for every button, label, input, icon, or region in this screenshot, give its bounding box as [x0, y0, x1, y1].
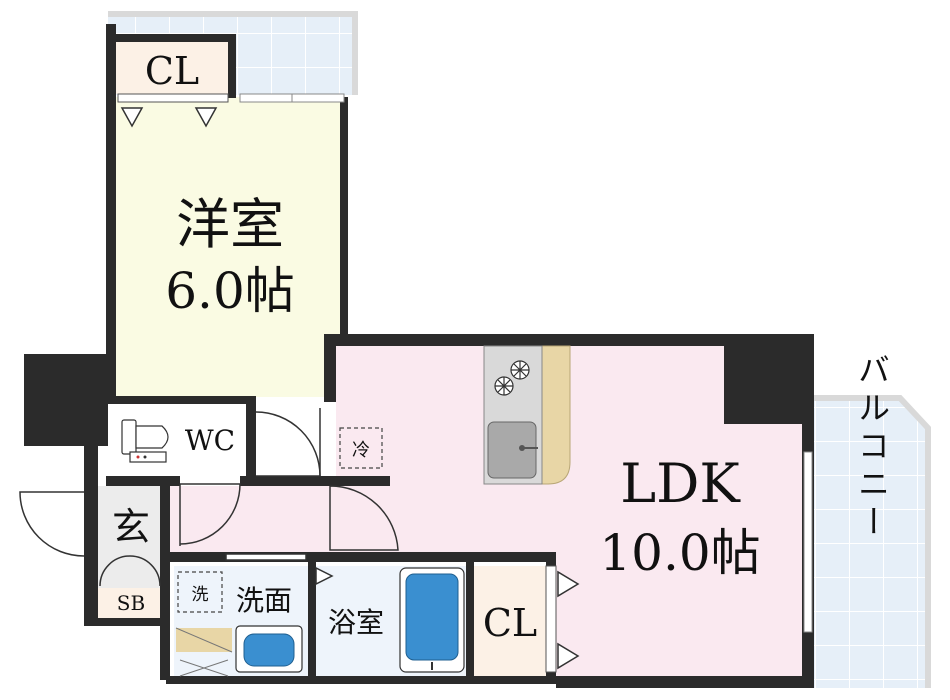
- closet-door-bedroom[interactable]: [117, 93, 229, 128]
- washroom-label: 洗面: [236, 584, 292, 617]
- washer-space: 洗: [177, 571, 223, 613]
- ldk-name: LDK: [620, 452, 741, 515]
- entrance-label: 玄: [112, 505, 150, 549]
- closet-bedroom-floor: [116, 40, 230, 94]
- fridge-space: 冷: [339, 427, 383, 469]
- balcony-label: バルコニー: [853, 353, 891, 543]
- wc-label: WC: [185, 424, 235, 457]
- window-top: [239, 93, 345, 103]
- ldk-floor: [170, 346, 806, 676]
- ldk-door[interactable]: [329, 485, 399, 551]
- stove-icon: [494, 360, 530, 396]
- toilet-icon: [121, 419, 169, 463]
- washer-label: 洗: [192, 585, 209, 605]
- wc-door[interactable]: [255, 408, 321, 477]
- closet-ldk-floor: [474, 566, 546, 676]
- water-heater: [175, 627, 233, 677]
- ldk-size: 10.0帖: [599, 524, 760, 582]
- window-ldk: [803, 451, 813, 633]
- vanity-icon: [235, 625, 303, 673]
- shoebox-label: SB: [117, 591, 145, 615]
- bathroom-label: 浴室: [328, 606, 384, 639]
- washroom-door[interactable]: [225, 553, 334, 586]
- fridge-label: 冷: [352, 440, 370, 461]
- entrance-floor: [98, 486, 164, 588]
- sink-icon: [487, 421, 538, 479]
- closet-ldk-label: CL: [483, 601, 537, 645]
- shoebox-door[interactable]: [99, 555, 161, 587]
- shoebox-floor: [98, 588, 164, 618]
- western-room-size: 6.0帖: [165, 262, 295, 320]
- closet-bedroom-label: CL: [145, 49, 199, 93]
- hall-door[interactable]: [179, 483, 241, 546]
- entrance-door[interactable]: [19, 491, 85, 557]
- bathtub-icon: [399, 567, 465, 673]
- closet-door-ldk[interactable]: [545, 565, 580, 673]
- western-room-floor: [116, 97, 346, 397]
- western-room-name: 洋室: [176, 193, 284, 256]
- right-balcony: [813, 395, 931, 688]
